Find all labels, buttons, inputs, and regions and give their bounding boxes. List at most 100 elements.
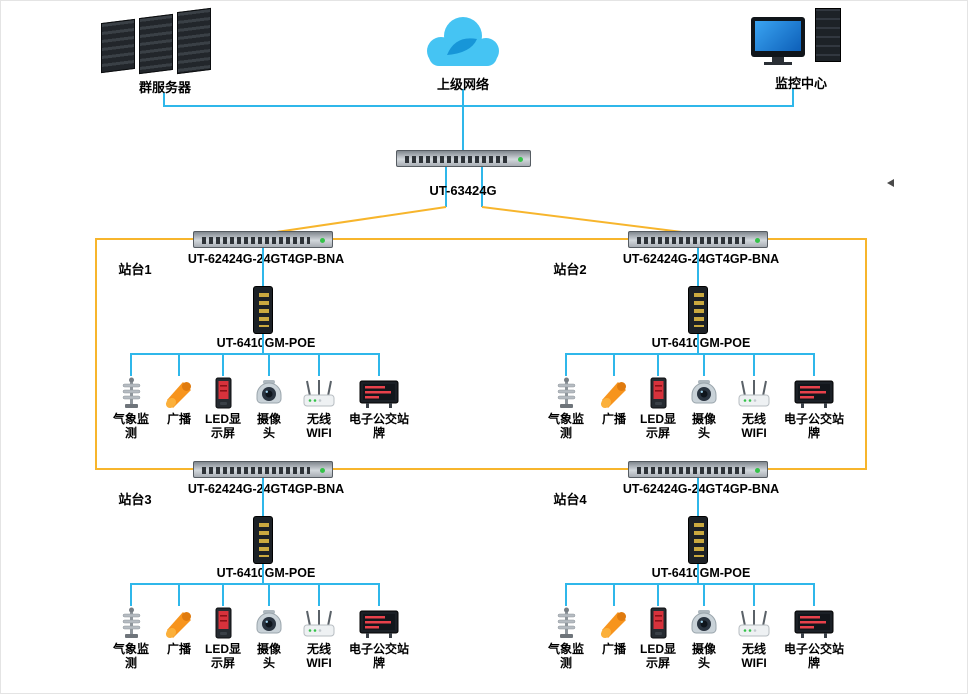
poe-switch-label: UT-6410GM-POE xyxy=(651,336,751,350)
device-label: 摄像 头 xyxy=(691,412,716,441)
monitor-screen xyxy=(755,21,801,51)
poe-switch-label: UT-6410GM-POE xyxy=(651,566,751,580)
poe-downlink-line xyxy=(697,564,699,583)
device-bus-stop-sign: 电子公交站 牌 xyxy=(782,375,846,441)
monitor-center-icon xyxy=(749,5,853,71)
bus-stop-sign-icon xyxy=(794,605,834,639)
cloud-icon xyxy=(417,11,509,73)
device-label: 广播 xyxy=(601,642,626,656)
device-wifi-router: 无线 WIFI xyxy=(287,605,351,671)
station-3: 站台3 UT-62424G-24GT4GP-BNA UT-6410GM-POE … xyxy=(96,459,456,674)
monitor-icon xyxy=(751,17,805,57)
device-dome-camera: 摄像 头 xyxy=(237,605,301,671)
drop-line xyxy=(613,583,615,606)
device-label: 广播 xyxy=(166,642,191,656)
device-label: LED显 示屏 xyxy=(639,412,676,441)
drop-line xyxy=(130,353,132,376)
uplink-line xyxy=(697,478,699,516)
wifi-router-icon xyxy=(302,605,336,639)
device-label: 电子公交站 牌 xyxy=(783,642,844,671)
dome-camera-icon xyxy=(688,605,720,639)
device-bus-stop-sign: 电子公交站 牌 xyxy=(347,375,411,441)
weather-station-icon xyxy=(119,605,143,639)
switch-ports xyxy=(637,237,745,244)
drop-line xyxy=(703,353,705,376)
device-label: LED显 示屏 xyxy=(204,642,241,671)
device-broadcast-speaker: 广播 xyxy=(147,605,211,656)
access-switch-label: UT-62424G-24GT4GP-BNA xyxy=(622,252,780,266)
access-switch-device xyxy=(628,461,768,478)
broadcast-speaker-icon xyxy=(164,605,194,639)
device-label: 气象监 测 xyxy=(112,642,149,671)
poe-downlink-line xyxy=(262,334,264,353)
server-tower-icon xyxy=(177,7,211,75)
monitor-center-label: 监控中心 xyxy=(774,76,827,91)
device-label: 广播 xyxy=(601,412,626,426)
drop-line xyxy=(178,583,180,606)
device-wifi-router: 无线 WIFI xyxy=(722,605,786,671)
drop-line xyxy=(657,583,659,606)
device-bus-stop-sign: 电子公交站 牌 xyxy=(782,605,846,671)
bus-stop-sign-icon xyxy=(359,375,399,409)
poe-switch-device xyxy=(688,516,708,564)
led-display-icon xyxy=(211,375,235,409)
device-label: 无线 WIFI xyxy=(306,642,332,671)
device-led-display: LED显 示屏 xyxy=(626,605,690,671)
distribution-line xyxy=(566,583,815,585)
drop-line xyxy=(565,353,567,376)
server-tower-icon xyxy=(139,13,173,75)
device-label: 电子公交站 牌 xyxy=(348,412,409,441)
device-label: 无线 WIFI xyxy=(741,642,767,671)
device-label: 摄像 头 xyxy=(256,642,281,671)
poe-switch-label: UT-6410GM-POE xyxy=(216,566,316,580)
drop-line xyxy=(613,353,615,376)
station-1: 站台1 UT-62424G-24GT4GP-BNA UT-6410GM-POE … xyxy=(96,229,456,444)
access-switch-label: UT-62424G-24GT4GP-BNA xyxy=(187,252,345,266)
drop-line xyxy=(318,353,320,376)
drop-line xyxy=(130,583,132,606)
poe-switch-device xyxy=(688,286,708,334)
device-wifi-router: 无线 WIFI xyxy=(287,375,351,441)
device-label: 摄像 头 xyxy=(256,412,281,441)
drop-line xyxy=(268,353,270,376)
device-label: 电子公交站 牌 xyxy=(783,412,844,441)
access-switch-label: UT-62424G-24GT4GP-BNA xyxy=(622,482,780,496)
poe-downlink-line xyxy=(262,564,264,583)
drop-line xyxy=(753,353,755,376)
device-dome-camera: 摄像 头 xyxy=(672,605,736,671)
device-led-display: LED显 示屏 xyxy=(191,605,255,671)
upper-network-label: 上级网络 xyxy=(436,77,489,92)
device-wifi-router: 无线 WIFI xyxy=(722,375,786,441)
drop-line xyxy=(813,583,815,606)
access-switch-device xyxy=(628,231,768,248)
server-cluster-label: 群服务器 xyxy=(138,80,191,95)
drop-line xyxy=(703,583,705,606)
poe-ports xyxy=(694,523,704,557)
device-label: 无线 WIFI xyxy=(306,412,332,441)
drop-line xyxy=(565,583,567,606)
weather-station-icon xyxy=(554,375,578,409)
switch-led xyxy=(320,238,325,243)
monitor-base xyxy=(764,62,792,65)
drop-line xyxy=(378,583,380,606)
weather-station-icon xyxy=(119,375,143,409)
uplink-line xyxy=(697,248,699,286)
drop-line xyxy=(813,353,815,376)
broadcast-speaker-icon xyxy=(599,375,629,409)
device-weather-station: 气象监 测 xyxy=(99,605,163,671)
device-label: 无线 WIFI xyxy=(741,412,767,441)
dome-camera-icon xyxy=(253,375,285,409)
access-switch-device xyxy=(193,461,333,478)
device-weather-station: 气象监 测 xyxy=(534,605,598,671)
distribution-line xyxy=(131,353,380,355)
poe-ports xyxy=(694,293,704,327)
access-switch-label: UT-62424G-24GT4GP-BNA xyxy=(187,482,345,496)
drop-line xyxy=(378,353,380,376)
station-name: 站台4 xyxy=(553,492,587,507)
switch-led xyxy=(755,468,760,473)
poe-switch-device xyxy=(253,286,273,334)
drop-line xyxy=(222,583,224,606)
device-label: 摄像 头 xyxy=(691,642,716,671)
dome-camera-icon xyxy=(688,375,720,409)
